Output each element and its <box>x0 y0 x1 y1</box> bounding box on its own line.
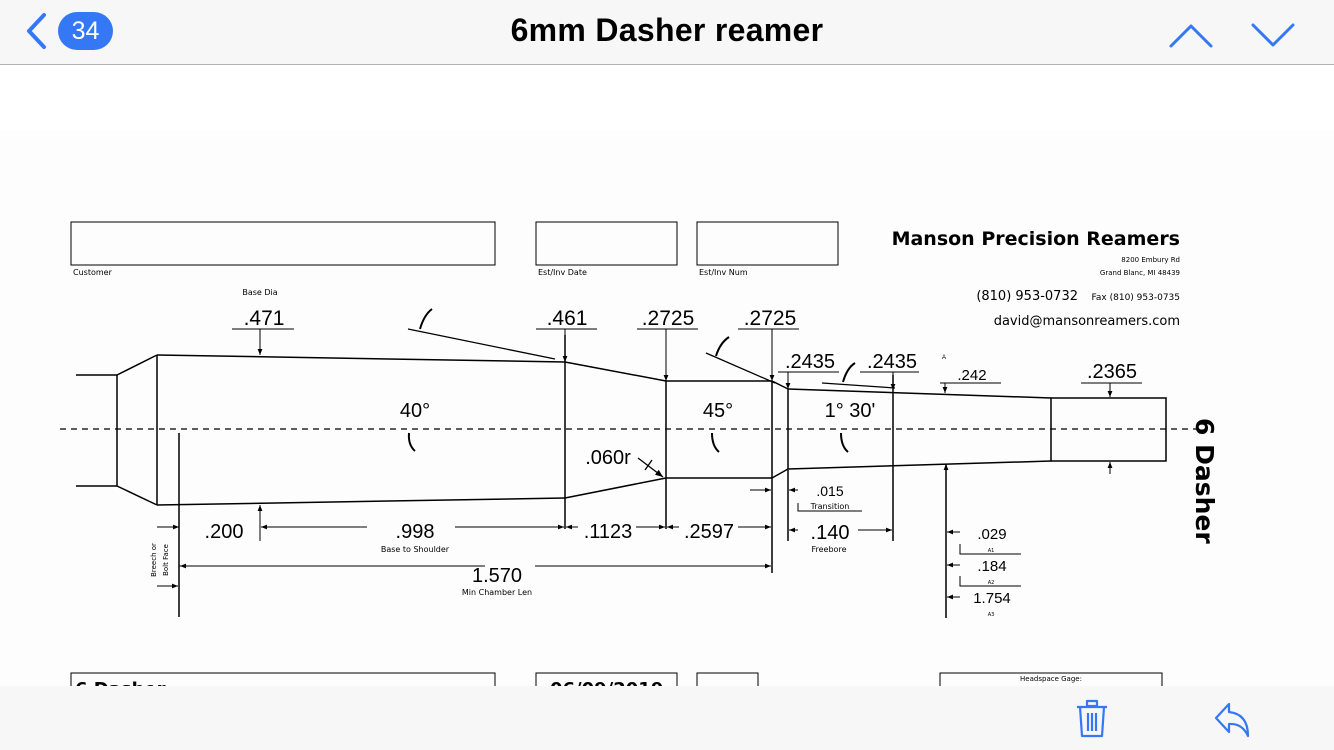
dim-base-diameter: .471 <box>244 307 285 330</box>
angle-reference-lines <box>407 328 896 389</box>
chevron-down-icon <box>1251 23 1295 47</box>
company-name: Manson Precision Reamers <box>892 228 1180 250</box>
dim-base-to-shoulder: .998 <box>396 521 435 543</box>
dim-neck-length: .2597 <box>684 521 734 543</box>
base-to-shoulder-label: Base to Shoulder <box>381 545 450 554</box>
dim-transition: .015 <box>816 483 843 499</box>
a1-label: A1 <box>988 548 995 554</box>
angle-shoulder: 45° <box>703 400 733 422</box>
base-dia-label: Base Dia <box>242 288 277 297</box>
dim-throat-diameter: .242 <box>957 367 986 384</box>
trash-icon <box>1077 699 1107 738</box>
drawing-side-title: 6 Dasher <box>1190 418 1219 544</box>
breech-label-line1: Breech or <box>150 543 158 577</box>
dim-neck-diameter-1: .2725 <box>642 307 695 330</box>
min-chamber-label: Min Chamber Len <box>462 588 532 597</box>
reamer-drawing-page <box>0 131 1334 691</box>
transition-label: Transition <box>810 502 850 511</box>
dim-freebore-diameter-1: .2435 <box>785 351 835 373</box>
company-fax: Fax (810) 953-0735 <box>1092 293 1180 303</box>
dim-a2: .184 <box>977 558 1006 575</box>
attachment-viewer[interactable] <box>0 65 1334 691</box>
customer-field-box <box>70 221 496 266</box>
dim-shoulder-length: .1123 <box>584 521 633 543</box>
dim-freebore-length: .140 <box>811 522 850 544</box>
est-num-field-box <box>696 221 839 266</box>
unread-count-badge[interactable]: 34 <box>58 12 113 50</box>
est-date-label: Est/Inv Date <box>538 268 587 277</box>
reply-button[interactable] <box>1212 700 1256 740</box>
dim-min-chamber-length: 1.570 <box>472 565 522 587</box>
chevron-left-icon <box>27 13 46 49</box>
angle-arrow-icons <box>407 308 856 453</box>
company-address-line2: Grand Blanc, MI 48439 <box>1100 269 1180 277</box>
company-address-line1: 8200 Embury Rd <box>1121 256 1180 264</box>
previous-message-button[interactable] <box>1168 22 1214 50</box>
est-num-label: Est/Inv Num <box>699 268 748 277</box>
a3-label: A3 <box>988 612 995 618</box>
customer-label: Customer <box>73 268 113 277</box>
message-subject-title: 6mm Dasher reamer <box>510 12 824 48</box>
a2-label: A2 <box>988 580 995 586</box>
angle-body: 40° <box>400 400 430 422</box>
angle-leade: 1° 30' <box>825 400 876 422</box>
company-email[interactable]: david@mansonreamers.com <box>994 314 1180 329</box>
length-dimensions: .200 .998 Base to Shoulder .1123 .2597 .… <box>150 464 1021 618</box>
neck-radius: .060r <box>585 447 631 469</box>
throat-a-marker: A <box>942 355 946 361</box>
trash-button[interactable] <box>1074 698 1110 740</box>
navigation-bar: 34 6mm Dasher reamer <box>0 0 1334 65</box>
headspace-gage-label: Headspace Gage: <box>1020 675 1082 683</box>
breech-label-line2: Bolt Face <box>162 544 170 576</box>
company-phone: (810) 953-0732 <box>976 289 1078 304</box>
chevron-up-icon <box>1169 24 1213 48</box>
est-date-field-box <box>535 221 678 266</box>
dim-neck-diameter-2: .2725 <box>744 307 797 330</box>
next-message-button[interactable] <box>1250 22 1296 50</box>
dim-freebore-diameter-2: .2435 <box>867 351 917 373</box>
reamer-profile <box>76 335 1167 617</box>
freebore-label: Freebore <box>812 545 847 554</box>
dim-pilot-diameter: .2365 <box>1087 361 1137 383</box>
dim-a3: 1.754 <box>973 590 1011 607</box>
bottom-toolbar <box>0 686 1334 750</box>
dim-rim-length: .200 <box>205 521 244 543</box>
reply-arrow-icon <box>1214 702 1250 738</box>
back-button[interactable] <box>22 12 62 52</box>
diameter-callouts: Base Dia .471 .461 .2725 .2725 .2435 .24… <box>232 288 1142 474</box>
dim-shoulder-start-diameter: .461 <box>547 307 588 330</box>
dim-a1: .029 <box>977 526 1006 543</box>
